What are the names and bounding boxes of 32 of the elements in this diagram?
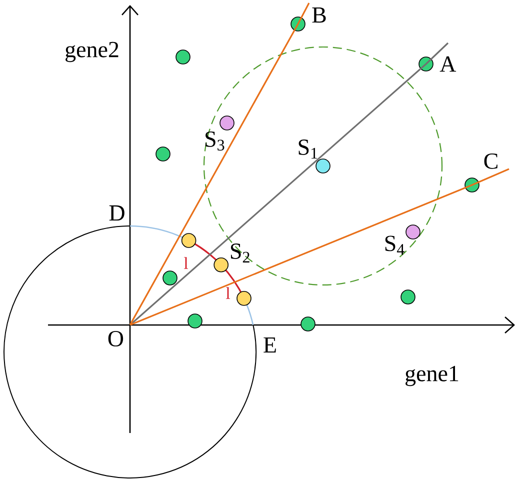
point-label: D	[109, 205, 124, 221]
node-label: A	[440, 56, 456, 72]
node-label: S$_{3}$	[206, 131, 224, 151]
origin-point: O	[108, 330, 124, 346]
ray-line	[130, 168, 510, 326]
ray-line	[129, 2, 310, 326]
ray-line	[130, 42, 449, 326]
data-point	[188, 314, 202, 328]
data-point: C	[464, 153, 498, 192]
arc-label: l	[184, 257, 188, 269]
data-point	[156, 146, 170, 162]
point-label: E	[264, 337, 276, 353]
data-point: S$_{1}$	[298, 140, 330, 174]
data-point: S$_{2}$	[214, 244, 250, 272]
data-point	[236, 290, 252, 306]
node-label: C	[484, 153, 498, 169]
data-point: S$_{4}$	[385, 224, 420, 255]
arc-label: l	[226, 287, 230, 299]
data-point: A	[418, 56, 456, 72]
data-point: S$_{3}$	[206, 116, 234, 151]
node-label: S$_{1}$	[298, 140, 318, 159]
data-point	[176, 50, 190, 64]
axis-label: gene1	[406, 366, 458, 386]
data-point	[181, 233, 196, 248]
data-point	[400, 290, 416, 304]
data-point	[300, 316, 316, 332]
node-label: S$_{4}$	[385, 236, 404, 255]
data-point: B	[290, 7, 326, 32]
data-point	[162, 270, 178, 286]
node-label: B	[312, 7, 326, 23]
axis-label: gene2	[66, 42, 118, 62]
node-label: S$_{2}$	[230, 244, 250, 263]
